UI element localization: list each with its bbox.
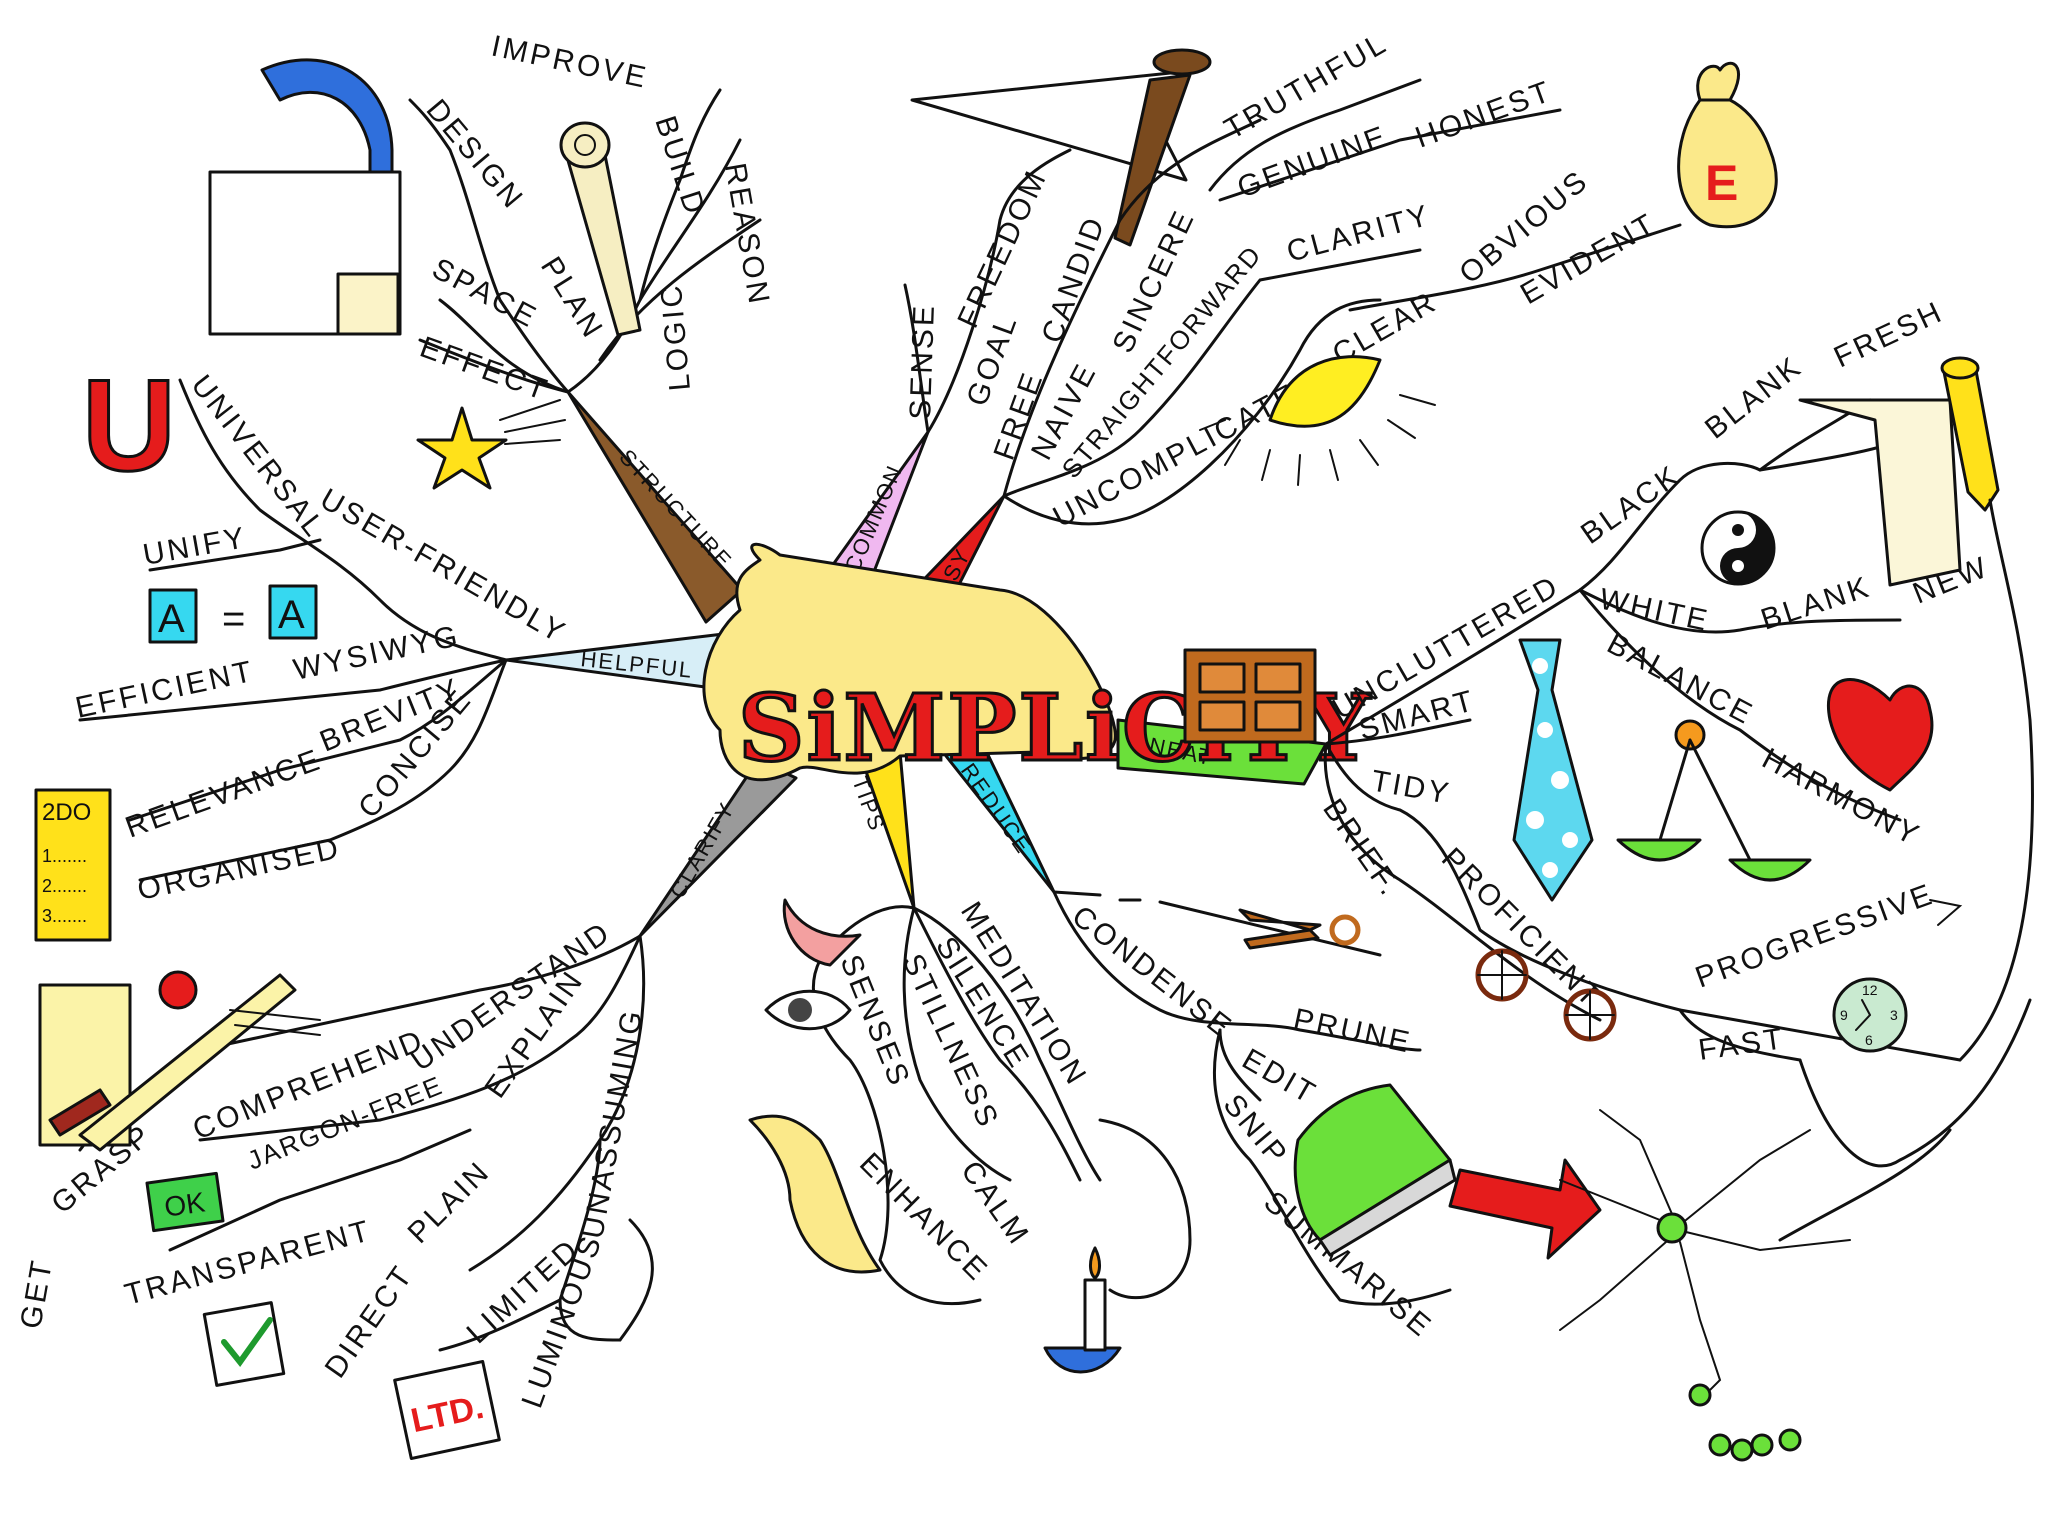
check-box-icon bbox=[202, 1301, 286, 1387]
word-fast: FAST bbox=[1696, 1022, 1787, 1067]
word-efficient: EFFICIENT bbox=[73, 655, 258, 725]
equality-badge: A = A bbox=[148, 584, 318, 644]
word-blank-top: BLANK bbox=[1699, 350, 1809, 446]
word-logic: LOGIC bbox=[655, 281, 697, 392]
cabinet-icon bbox=[1183, 648, 1317, 744]
word-reason: REASON bbox=[718, 160, 776, 308]
word-clarity: CLARITY bbox=[1283, 199, 1434, 269]
clock-12: 12 bbox=[1862, 982, 1878, 998]
clarify-wedge bbox=[638, 758, 798, 938]
todo-item-3: 3....... bbox=[42, 906, 87, 926]
word-relevance: RELEVANCE bbox=[121, 743, 326, 845]
todo-title: 2DO bbox=[42, 799, 91, 826]
star-icon bbox=[416, 399, 566, 490]
structure-cluster: IMPROVE BUILD REASON LOGIC DESIGN PLAN S… bbox=[208, 30, 776, 490]
word-unassuming: UNASSUMING bbox=[576, 1006, 649, 1242]
rolling-pin-icon bbox=[38, 970, 321, 1152]
equals-sign: = bbox=[222, 597, 245, 641]
word-plain: PLAIN bbox=[402, 1155, 497, 1250]
word-organised: ORGANISED bbox=[135, 832, 344, 907]
clarify-cluster: UNDERSTAND COMPREHEND GRASP GET EXPLAIN … bbox=[14, 915, 654, 1460]
scissors-icon bbox=[1238, 908, 1361, 950]
word-blank-bottom: BLANK bbox=[1757, 570, 1875, 636]
word-sense: SENSE bbox=[904, 302, 941, 420]
word-build: BUILD bbox=[648, 112, 711, 220]
folder-icon bbox=[208, 58, 402, 336]
clock-icon: 12 9 3 6 bbox=[1832, 977, 1908, 1053]
heart-icon bbox=[1827, 678, 1934, 792]
word-progressive: PROGRESSIVE bbox=[1691, 878, 1939, 995]
word-design: DESIGN bbox=[420, 93, 531, 216]
word-balance: BALANCE bbox=[1602, 627, 1760, 732]
evident-badge: E bbox=[1705, 155, 1738, 211]
universal-badge: U bbox=[82, 352, 176, 498]
arrow-right-icon bbox=[1448, 1158, 1602, 1260]
clock-9: 9 bbox=[1840, 1007, 1848, 1023]
central-blob bbox=[702, 542, 1117, 782]
word-freedom: FREEDOM bbox=[951, 164, 1053, 333]
yin-yang-icon bbox=[1700, 398, 1962, 587]
ltd-badge: LTD. bbox=[393, 1360, 501, 1460]
candle-icon bbox=[1043, 1246, 1122, 1374]
a-right: A bbox=[278, 593, 305, 637]
a-left: A bbox=[158, 597, 185, 641]
ok-text: OK bbox=[162, 1186, 207, 1222]
word-space: SPACE bbox=[427, 252, 544, 335]
money-bag-icon: E bbox=[1677, 61, 1778, 229]
neuron-icon bbox=[1559, 1109, 1851, 1462]
word-candid: CANDID bbox=[1036, 211, 1113, 347]
word-universal: UNIVERSAL bbox=[184, 369, 331, 545]
clock-3: 3 bbox=[1890, 1007, 1898, 1023]
word-improve: IMPROVE bbox=[489, 30, 652, 95]
face-icon bbox=[748, 898, 882, 1274]
pencil-icon bbox=[1940, 356, 2000, 512]
wheels-icon bbox=[1475, 948, 1617, 1042]
sun-icon bbox=[1199, 355, 1436, 486]
word-direct: DIRECT bbox=[319, 1259, 420, 1384]
ok-badge: OK bbox=[145, 1171, 225, 1233]
structure-wedge bbox=[566, 390, 744, 624]
word-fresh: FRESH bbox=[1829, 295, 1949, 374]
branch-label-clarify: CLARIFY bbox=[665, 797, 740, 902]
todo-item-2: 2....... bbox=[42, 876, 87, 896]
branch-wedges bbox=[504, 390, 1328, 938]
word-get: GET bbox=[14, 1256, 59, 1331]
progressive-arrow bbox=[1929, 899, 1963, 926]
word-condense: CONDENSE bbox=[1066, 900, 1239, 1045]
scroll-icon bbox=[559, 121, 642, 337]
balance-scale-icon bbox=[1616, 719, 1812, 882]
tie-icon bbox=[1512, 638, 1594, 902]
word-prune: PRUNE bbox=[1291, 1003, 1415, 1060]
clock-6: 6 bbox=[1865, 1032, 1873, 1048]
book-icon bbox=[1293, 1083, 1457, 1257]
todo-note-icon: 2DO 1....... 2....... 3....... bbox=[34, 788, 112, 942]
todo-item-1: 1....... bbox=[42, 846, 87, 866]
